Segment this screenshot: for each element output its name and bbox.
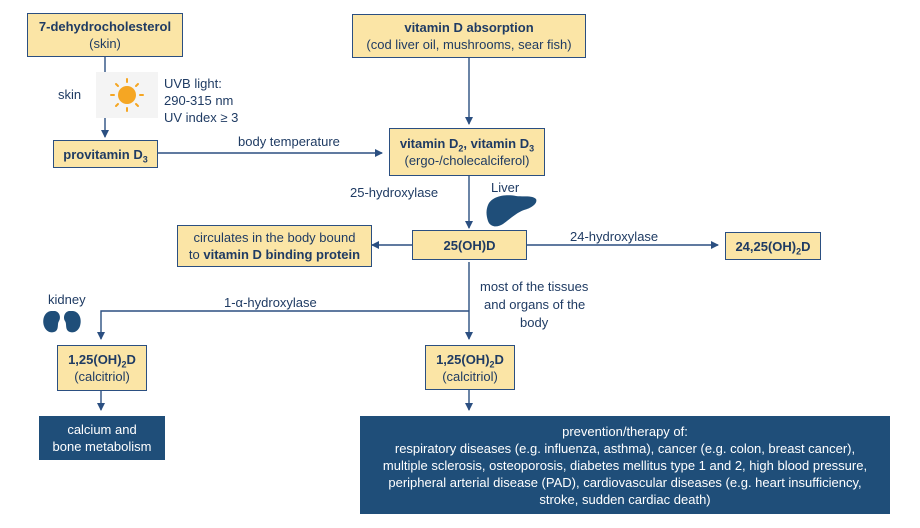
node-subtitle: (skin) <box>89 36 121 51</box>
node-title: 1,25(OH)2D <box>436 351 504 370</box>
node-title: 1,25(OH)2D <box>68 352 136 370</box>
node-provitamin-d3: provitamin D3 <box>53 140 158 168</box>
node-subtitle: (calcitriol) <box>74 369 130 384</box>
label-24-hydroxylase: 24-hydroxylase <box>570 229 659 244</box>
node-calcitriol-right: 1,25(OH)2D (calcitriol) <box>425 345 515 390</box>
label-1-alpha-hydroxylase: 1-α-hydroxylase <box>224 295 317 310</box>
node-subtitle: (cod liver oil, mushrooms, sear fish) <box>366 37 572 52</box>
label-tissues-1: most of the tissues <box>480 279 589 294</box>
arrow-1-alpha-hydroxylase <box>97 310 469 340</box>
node-title: 7-dehydrocholesterol <box>38 19 172 34</box>
node-title: provitamin D3 <box>63 146 148 165</box>
node-title: vitamin D absorption <box>404 20 534 35</box>
kidney-icon <box>43 311 81 333</box>
node-line-2: bone metabolism <box>52 439 152 454</box>
prevention-line: peripheral arterial disease (PAD), cardi… <box>388 474 862 490</box>
node-calcitriol-left: 1,25(OH)2D (calcitriol) <box>57 345 147 391</box>
label-tissues-2: and organs of the <box>484 297 586 312</box>
prevention-line: respiratory diseases (e.g. influenza, as… <box>394 440 856 456</box>
node-24-25-oh2-d: 24,25(OH)2D <box>725 232 821 260</box>
node-25-oh-d: 25(OH)D <box>412 230 527 260</box>
label-skin: skin <box>58 87 82 102</box>
liver-icon <box>486 195 537 227</box>
node-line-2: to vitamin D binding protein <box>188 247 361 262</box>
label-kidney: kidney <box>48 292 86 307</box>
prevention-line: stroke, sudden cardiac death) <box>539 491 711 507</box>
node-line-1: circulates in the body bound <box>193 230 356 245</box>
node-vitamin-d2-d3: vitamin D2, vitamin D3 (ergo-/cholecalci… <box>389 128 545 176</box>
node-title: 24,25(OH)2D <box>735 238 811 257</box>
label-uvb-3: UV index ≥ 3 <box>164 110 239 125</box>
label-uvb-2: 290-315 nm <box>164 93 234 108</box>
label-body-temperature: body temperature <box>238 134 340 149</box>
node-prevention-therapy: prevention/therapy of: respiratory disea… <box>360 416 890 514</box>
node-vitamin-d-absorption: vitamin D absorption (cod liver oil, mus… <box>352 14 586 58</box>
node-line-1: calcium and <box>67 422 137 437</box>
prevention-line: prevention/therapy of: <box>562 423 688 439</box>
node-7-dehydrocholesterol: 7-dehydrocholesterol (skin) <box>27 13 183 57</box>
node-subtitle: (ergo-/cholecalciferol) <box>404 153 530 168</box>
node-calcium-bone-metabolism: calcium and bone metabolism <box>39 416 165 460</box>
label-liver: Liver <box>491 180 520 195</box>
prevention-line: multiple sclerosis, osteoporosis, diabet… <box>382 457 868 473</box>
sun-icon <box>96 72 158 118</box>
label-uvb-1: UVB light: <box>164 76 222 91</box>
label-tissues-3: body <box>520 315 549 330</box>
node-subtitle: (calcitriol) <box>442 368 498 384</box>
node-title: vitamin D2, vitamin D3 <box>399 136 535 154</box>
node-title: 25(OH)D <box>443 237 496 253</box>
label-25-hydroxylase: 25-hydroxylase <box>350 185 439 200</box>
node-circulates: circulates in the body bound to vitamin … <box>177 225 372 267</box>
